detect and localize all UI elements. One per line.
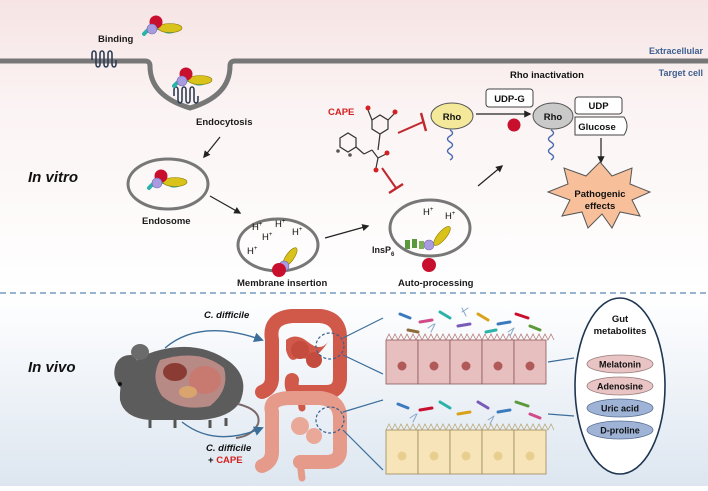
gut-title-1: Gut bbox=[612, 314, 629, 325]
zoom-circle-top bbox=[315, 332, 345, 360]
microbiota-infected bbox=[398, 307, 542, 337]
endosome-vesicle bbox=[126, 157, 210, 211]
metabolite-uric-acid-pill bbox=[586, 398, 654, 418]
gtd-enzyme bbox=[507, 118, 521, 132]
binding-label: Binding bbox=[98, 34, 134, 45]
udp-label: UDP bbox=[588, 101, 609, 112]
proton-2: H bbox=[275, 219, 282, 230]
svg-text:H+: H+ bbox=[445, 211, 456, 222]
metabolite-uric-acid: Uric acid bbox=[601, 404, 639, 414]
c-difficile-label-2: C. difficile bbox=[206, 443, 252, 454]
arrow-to-membrane-insertion bbox=[209, 195, 242, 214]
rho-active bbox=[430, 102, 474, 130]
receptor-pit bbox=[173, 86, 199, 104]
arrow-to-endosome bbox=[203, 136, 221, 159]
in-vivo-label: In vivo bbox=[28, 359, 76, 376]
inhibit-rho-line bbox=[397, 121, 424, 134]
cape-label-in-vivo: CAPE bbox=[216, 455, 242, 466]
proton-1: H bbox=[252, 222, 259, 233]
rho-label-2: Rho bbox=[544, 112, 563, 123]
metabolite-d-proline-pill bbox=[586, 420, 654, 440]
udp-g-label: UDP-G bbox=[494, 94, 525, 105]
rho-label-1: Rho bbox=[443, 112, 462, 123]
insp6-label: InsP bbox=[372, 245, 391, 255]
auto-processing-label: Auto-processing bbox=[398, 278, 474, 289]
intestine-treated bbox=[255, 391, 347, 482]
pathogenic-label-2: effects bbox=[585, 201, 616, 212]
mouse-illustration bbox=[114, 344, 260, 439]
rho-inactivation-title: Rho inactivation bbox=[510, 70, 584, 81]
epithelium-infected bbox=[385, 333, 555, 385]
rho-inactive bbox=[532, 102, 574, 130]
metabolite-adenosine-pill bbox=[586, 376, 654, 396]
metabolite-d-proline: D-proline bbox=[600, 426, 640, 436]
pathogenic-effects-burst bbox=[546, 161, 652, 229]
epithelium-treated bbox=[385, 423, 555, 475]
receptor-left bbox=[91, 50, 117, 68]
glucose-box bbox=[574, 116, 628, 136]
cape-label: CAPE bbox=[328, 107, 354, 118]
proton-3: H bbox=[262, 232, 269, 243]
auto-processing-vesicle bbox=[388, 198, 472, 258]
zoom-circle-bottom bbox=[315, 406, 345, 434]
arrow-to-auto-processing bbox=[324, 224, 370, 239]
metabolite-melatonin-pill bbox=[586, 354, 654, 374]
plus-sign: + bbox=[208, 455, 216, 466]
target-cell-label: Target cell bbox=[659, 68, 703, 78]
metabolite-melatonin: Melatonin bbox=[599, 360, 641, 370]
inhibit-processing-line bbox=[381, 167, 397, 189]
svg-text:+ CAPE: + CAPE bbox=[208, 455, 243, 466]
svg-text:H+: H+ bbox=[423, 207, 434, 218]
pathogenic-label-1: Pathogenic bbox=[574, 189, 625, 200]
insp6-molecule bbox=[405, 240, 410, 249]
svg-text:InsP6: InsP6 bbox=[372, 245, 395, 258]
proton-7: H bbox=[445, 211, 452, 222]
endosome-label: Endosome bbox=[142, 216, 191, 227]
gut-title-2: metabolites bbox=[594, 326, 647, 337]
in-vitro-background bbox=[0, 0, 708, 292]
microbiota-treated bbox=[396, 400, 542, 425]
metabolite-adenosine: Adenosine bbox=[597, 382, 643, 392]
cape-molecule bbox=[336, 105, 398, 173]
svg-text:H+: H+ bbox=[292, 227, 303, 238]
protons: H+ H+ H+ H+ H+ bbox=[247, 219, 303, 257]
arrow-to-rho bbox=[477, 165, 504, 187]
proton-5: H bbox=[247, 246, 254, 257]
proton-6: H bbox=[423, 207, 430, 218]
c-difficile-label-1: C. difficile bbox=[204, 310, 250, 321]
arrow-c-difficile-cape bbox=[181, 421, 264, 438]
cell-membrane bbox=[0, 58, 708, 111]
extracellular-label: Extracellular bbox=[649, 46, 704, 56]
toxin-inserted bbox=[272, 247, 298, 277]
svg-text:H+: H+ bbox=[252, 222, 263, 233]
membrane-insertion-label: Membrane insertion bbox=[237, 278, 327, 289]
udp-box bbox=[574, 96, 623, 115]
udp-g-box bbox=[485, 88, 534, 108]
proton-4: H bbox=[292, 227, 299, 238]
in-vitro-label: In vitro bbox=[28, 169, 78, 186]
svg-text:H+: H+ bbox=[262, 232, 273, 243]
svg-text:H+: H+ bbox=[247, 246, 258, 257]
arrow-c-difficile bbox=[164, 330, 264, 349]
endocytosis-label: Endocytosis bbox=[196, 117, 253, 128]
toxin-auto-processing bbox=[405, 226, 451, 251]
released-gtd bbox=[422, 258, 436, 272]
svg-text:H+: H+ bbox=[275, 219, 286, 230]
glucose-label: Glucose bbox=[578, 122, 616, 133]
